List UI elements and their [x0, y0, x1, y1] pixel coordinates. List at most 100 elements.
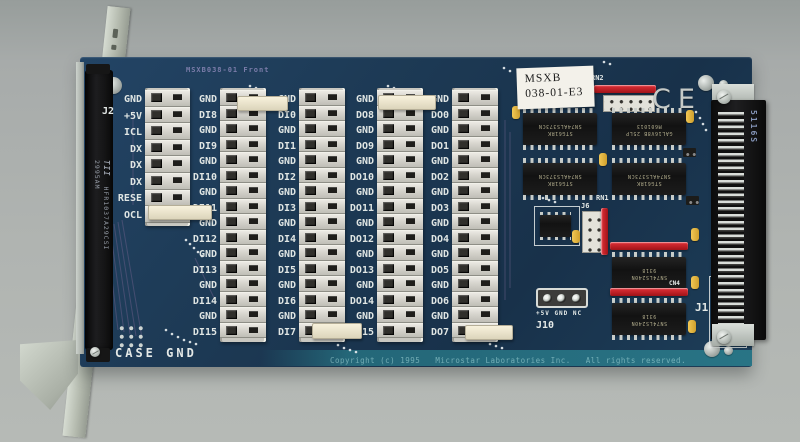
terminal-label: GND [355, 311, 374, 322]
j10-pin [542, 293, 552, 303]
terminal-hole [383, 232, 394, 242]
terminal-slot [328, 156, 337, 162]
terminal-slot [173, 176, 182, 183]
terminal-slot [249, 171, 258, 178]
terminal-slot [249, 249, 258, 255]
terminal-cell [299, 276, 345, 292]
terminal-cell [377, 136, 423, 152]
terminal-label: DO14 [349, 295, 374, 307]
capacitor [688, 320, 696, 333]
terminal-slot [328, 125, 337, 131]
terminal-cell [220, 229, 266, 245]
terminal-label: GND [277, 311, 296, 322]
terminal-slot [249, 264, 258, 271]
terminal-cell [299, 198, 345, 214]
terminal-label: OCL [123, 209, 142, 221]
terminal-cell [220, 245, 266, 261]
terminal-slot [328, 233, 337, 240]
ic-pins [612, 335, 686, 340]
terminal-slot [173, 143, 182, 150]
terminal-cell [220, 183, 266, 199]
terminal-cell [220, 307, 266, 323]
terminal-label: RESE [117, 193, 142, 204]
connector-logo: TII [102, 160, 111, 177]
connector-j2: TIIHFR1037A29CSI 2995AM [85, 70, 113, 350]
terminal-cell [299, 121, 345, 137]
terminal-label: DO11 [349, 202, 374, 214]
terminal-cell [299, 136, 345, 152]
terminal-slot [249, 326, 258, 333]
terminal-hole [383, 325, 394, 335]
terminal-hole [151, 109, 162, 119]
terminal-label: GND [198, 249, 217, 260]
terminal-cell [299, 152, 345, 168]
terminal-cell [377, 198, 423, 214]
terminal-slot [481, 264, 490, 271]
ic-body [540, 215, 571, 237]
j6-header [582, 211, 602, 253]
terminal-hole [226, 155, 237, 164]
terminal-slot [249, 125, 258, 131]
terminal-lever [465, 325, 513, 340]
terminal-label: ICL [123, 127, 142, 138]
terminal-label: GND [355, 156, 374, 167]
terminal-hole [383, 294, 394, 304]
terminal-hole [226, 310, 237, 319]
terminal-slot [249, 295, 258, 302]
terminal-slot [328, 202, 337, 209]
terminal-labels-di0-di7: GNDDI0GNDDI1GNDDI2GNDDI3GNDDI4GNDDI5GNDD… [254, 92, 296, 340]
terminal-hole [458, 294, 469, 304]
terminal-cell [299, 167, 345, 183]
terminal-label: GND [198, 94, 217, 105]
terminal-hole [305, 139, 316, 149]
capacitor [691, 228, 699, 241]
terminal-label: DI12 [192, 233, 217, 245]
terminal-hole [305, 217, 316, 226]
terminal-cell [377, 121, 423, 137]
terminal-slot [481, 311, 490, 317]
terminal-slot [249, 233, 258, 240]
connector-j1-screw [717, 90, 731, 104]
terminal-hole [151, 192, 162, 202]
terminal-label: DI14 [192, 295, 217, 307]
terminal-label: DO8 [355, 109, 374, 121]
terminal-label: GND [198, 125, 217, 136]
terminal-cell [452, 105, 498, 121]
terminal-hole [226, 93, 237, 102]
terminal-slot [481, 109, 490, 116]
terminal-slot [406, 233, 415, 240]
terminal-hole [305, 325, 316, 335]
connector-screw [90, 347, 100, 357]
terminal-cell [299, 214, 345, 230]
terminal-slot [249, 109, 258, 116]
terminal-cell [377, 322, 423, 338]
terminal-label: GND [430, 187, 449, 198]
terminal-cell [145, 123, 190, 140]
connector-date-code: 2995AM [93, 160, 101, 190]
terminal-cell [145, 106, 190, 124]
terminal-slot [249, 187, 258, 193]
terminal-slot [328, 311, 337, 317]
terminal-cell [377, 167, 423, 183]
terminal-cell [452, 198, 498, 214]
terminal-lever [378, 95, 436, 110]
terminal-hole [383, 279, 394, 288]
terminal-cell [220, 322, 266, 338]
terminal-label: GND [430, 249, 449, 260]
terminal-hole [305, 232, 316, 242]
terminal-slot [406, 295, 415, 302]
terminal-hole [383, 139, 394, 149]
terminal-label: GND [430, 218, 449, 229]
terminal-cell [452, 136, 498, 152]
terminal-cell [377, 183, 423, 199]
terminal-label: DO9 [355, 140, 374, 152]
terminal-label: GND [198, 218, 217, 229]
terminal-label: GND [277, 280, 296, 291]
terminal-label: GND [198, 156, 217, 167]
terminal-label: DI3 [277, 202, 296, 214]
terminal-hole [383, 201, 394, 211]
terminal-label: GND [430, 125, 449, 136]
terminal-hole [458, 217, 469, 226]
terminal-hole [151, 175, 162, 185]
